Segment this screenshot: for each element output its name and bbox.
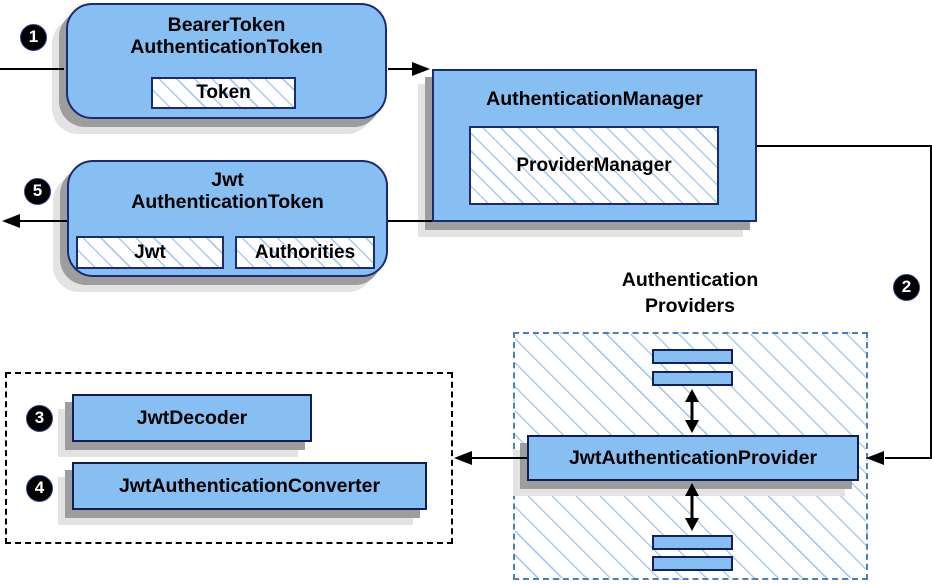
node-jwt-authentication-provider: JwtAuthenticationProvider	[527, 435, 859, 481]
authentication-manager-title: AuthenticationManager	[486, 88, 703, 110]
chip-jwt: Jwt	[76, 236, 224, 269]
node-jwt-decoder: JwtDecoder	[72, 394, 312, 442]
step-badge-2: 2	[893, 274, 920, 301]
step-badge-5: 5	[24, 178, 51, 205]
node-bearer-token-authentication-token: BearerToken AuthenticationToken Token	[66, 3, 387, 119]
node-authentication-manager: AuthenticationManager ProviderManager	[432, 69, 757, 222]
chip-authorities: Authorities	[235, 236, 375, 269]
provider-stack-bar-2	[652, 371, 733, 386]
jwt-node-title: Jwt AuthenticationToken	[69, 169, 386, 213]
chip-provider-manager: ProviderManager	[469, 126, 719, 205]
arrow-jwt-token-out	[2, 214, 67, 228]
chip-token: Token	[151, 77, 296, 109]
provider-stack-bar-1	[652, 349, 733, 364]
node-jwt-authentication-converter: JwtAuthenticationConverter	[72, 462, 427, 510]
step-badge-3: 3	[26, 405, 53, 432]
providers-label-line1: Authentication	[621, 269, 759, 291]
provider-stack-bar-3	[652, 535, 733, 550]
arrow-bearer-to-manager	[388, 62, 430, 76]
authentication-providers-label: Authentication Providers	[575, 267, 805, 319]
jwt-title-line2: AuthenticationToken	[131, 191, 324, 213]
provider-stack-bar-4	[652, 556, 733, 571]
jwt-title-line1: Jwt	[211, 169, 244, 191]
bearer-node-title: BearerToken AuthenticationToken	[68, 14, 385, 58]
bearer-title-line2: AuthenticationToken	[130, 36, 323, 58]
step-badge-1: 1	[20, 24, 47, 51]
bearer-title-line1: BearerToken	[167, 14, 286, 36]
step-badge-4: 4	[26, 475, 53, 502]
node-jwt-authentication-token: Jwt AuthenticationToken Jwt Authorities	[67, 160, 388, 277]
providers-label-line2: Providers	[645, 295, 735, 317]
